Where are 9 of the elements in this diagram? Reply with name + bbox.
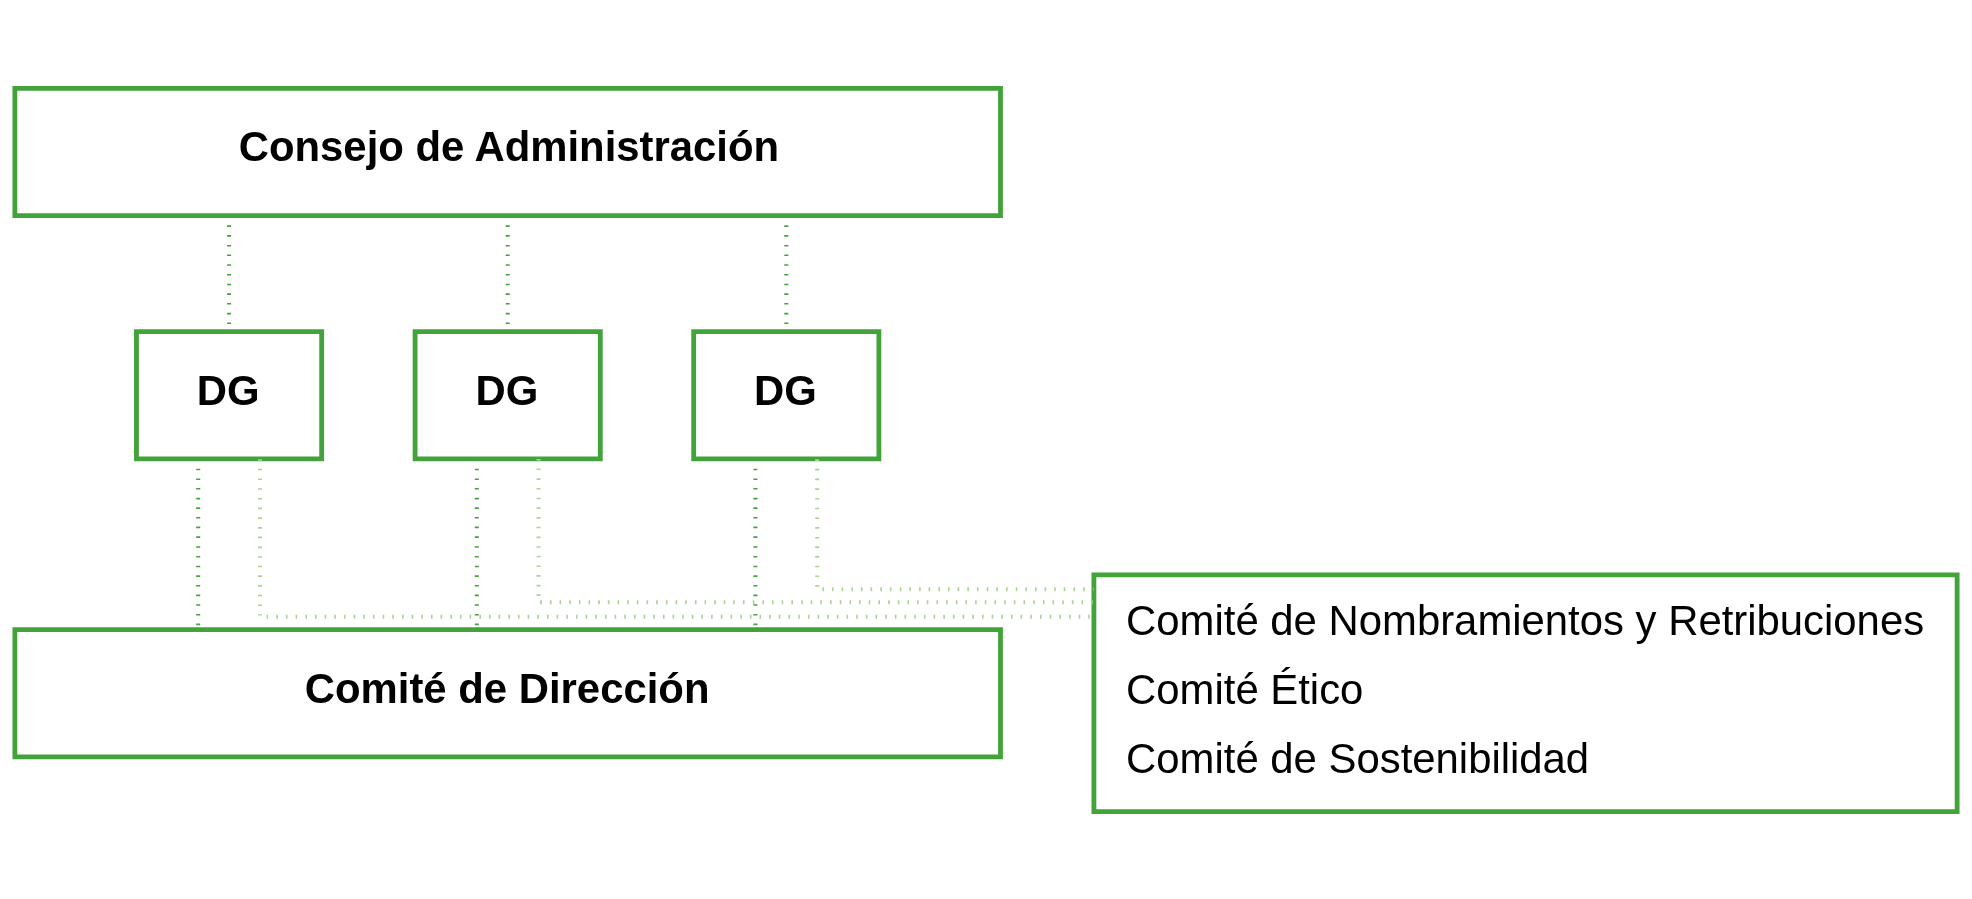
node-box: DG: [134, 328, 325, 461]
connector: [815, 458, 1094, 591]
connector: [257, 458, 1094, 619]
node-box: Comité de Nombramientos y Retribuciones Comité Ético Comité de Sostenibilidad: [1091, 571, 1960, 814]
node-box: Comité de Dirección: [12, 626, 1003, 759]
node-box: Consejo de Administración: [12, 85, 1003, 218]
node-box: DG: [691, 328, 882, 461]
connector: [536, 458, 1094, 604]
node-box: DG: [412, 328, 603, 461]
